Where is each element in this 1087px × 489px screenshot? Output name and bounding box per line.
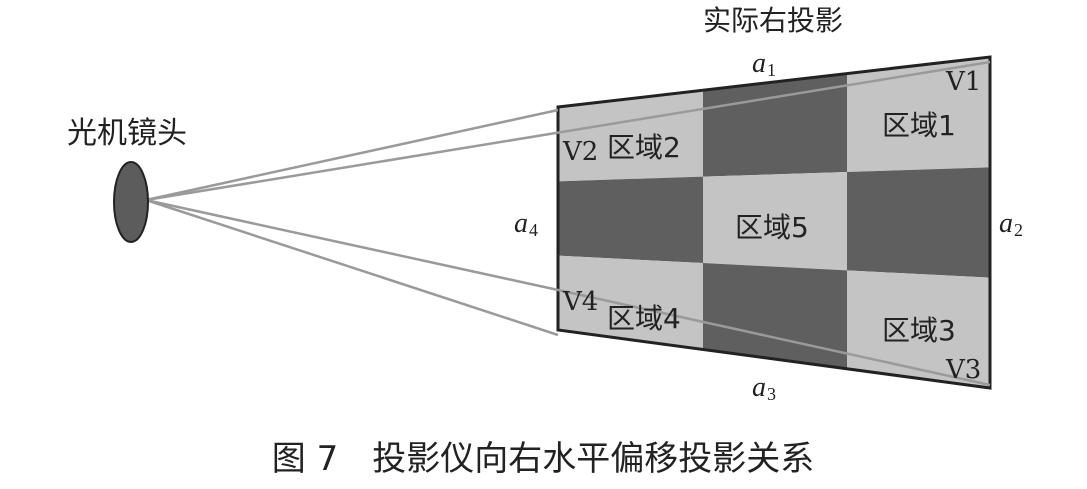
lens-label: 光机镜头	[67, 116, 187, 151]
edge-left-letter: a	[514, 208, 528, 239]
edge-label-right: a 2	[999, 208, 1023, 240]
region-label-4: 区域4	[607, 302, 681, 335]
checkerboard	[558, 57, 990, 388]
edge-label-bottom: a 3	[752, 372, 776, 404]
checker-cell-r2-c3	[847, 167, 990, 278]
edge-label-top: a 1	[752, 48, 776, 80]
diagram-title: 实际右投影	[703, 4, 843, 37]
edge-right-sub: 2	[1014, 220, 1023, 240]
lens-icon	[113, 161, 149, 243]
region-label-2: 区域2	[607, 131, 681, 164]
edge-right-letter: a	[999, 208, 1013, 239]
edge-label-left: a 4	[514, 208, 538, 240]
checker-cell-r1-c2	[703, 73, 847, 177]
checker-cell-r1-c3	[847, 57, 990, 172]
checker-cell-r3-c2	[703, 263, 847, 369]
ray-to-v1	[145, 60, 991, 202]
region-label-3: 区域3	[882, 314, 956, 347]
edge-top-sub: 1	[767, 60, 776, 80]
region-label-1: 区域1	[882, 109, 956, 142]
vertex-v1: V1	[945, 67, 981, 97]
region-label-5: 区域5	[735, 211, 809, 244]
figure-caption: 图 7 投影仪向右水平偏移投影关系	[272, 439, 814, 479]
checker-cell-r1-c1	[558, 90, 703, 182]
projection-outline	[556, 55, 992, 390]
edge-bottom-sub: 3	[767, 384, 776, 404]
ray-to-bottom-left	[145, 198, 559, 337]
vertex-v4: V4	[562, 287, 598, 317]
checker-cell-r2-c1	[558, 176, 703, 264]
projection-rays	[145, 60, 991, 387]
edge-top-letter: a	[752, 48, 766, 79]
ray-to-v4	[145, 198, 559, 292]
checker-cell-r2-c2	[703, 171, 847, 271]
edge-bottom-letter: a	[752, 372, 766, 403]
checker-cell-r3-c1	[558, 255, 703, 350]
vertex-v3: V3	[945, 355, 981, 385]
checker-cell-r3-c3	[847, 270, 990, 388]
edge-left-sub: 4	[529, 220, 538, 240]
vertex-v2: V2	[562, 137, 598, 167]
ray-to-v2-upper	[145, 108, 559, 202]
ray-v4-to-v3	[557, 288, 991, 387]
